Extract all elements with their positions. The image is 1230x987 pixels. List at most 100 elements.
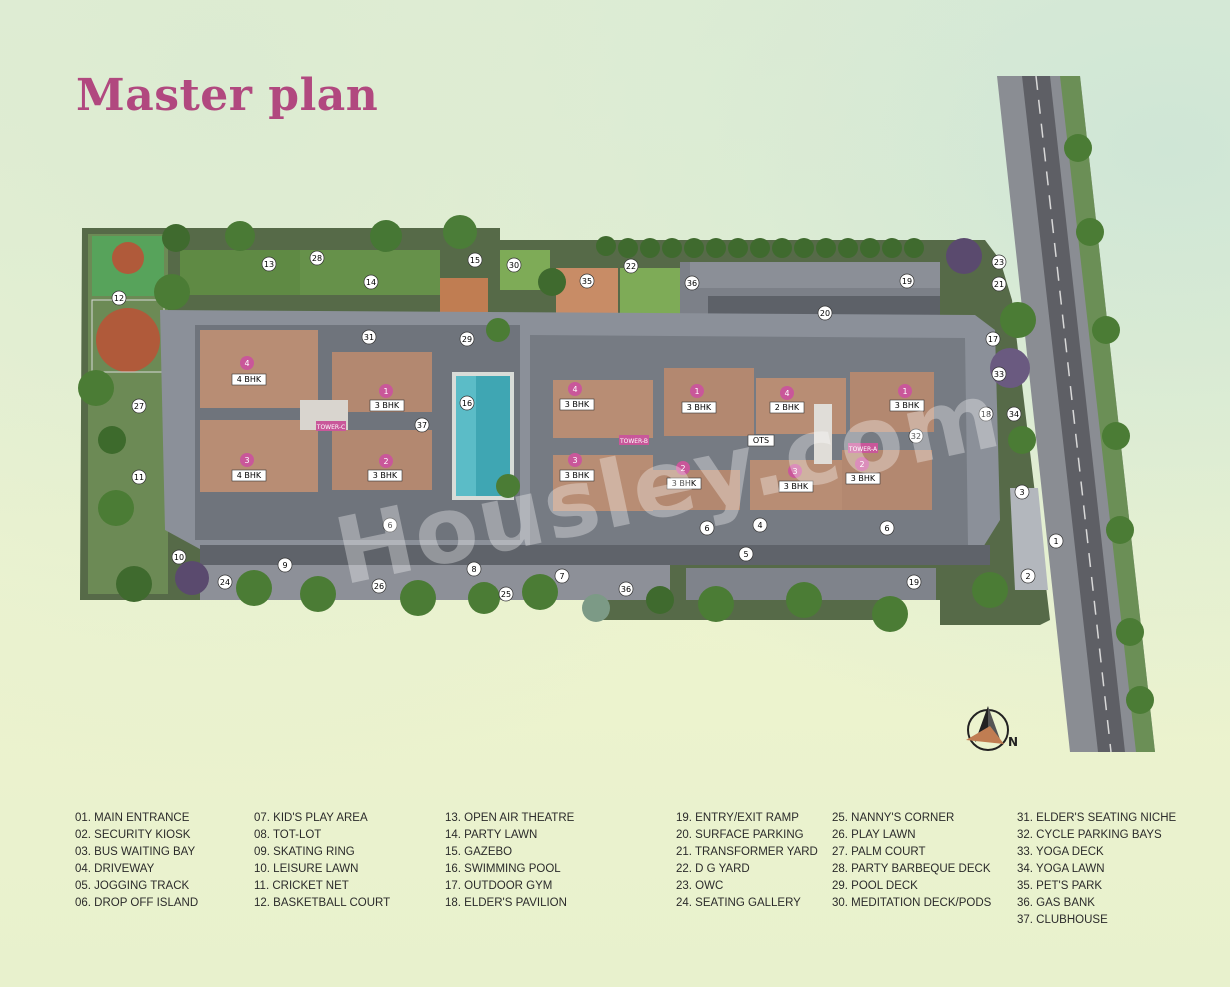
svg-text:12: 12 [114,294,124,303]
svg-text:6: 6 [387,521,392,530]
callout: 10 [171,549,187,565]
callout: 27 [131,398,147,414]
legend-item: 25. NANNY'S CORNER [832,812,955,824]
svg-text:9: 9 [282,561,287,570]
legend-item: 08. TOT-LOT [254,829,322,841]
callout: 9 [277,557,293,573]
legend-item: 11. CRICKET NET [254,880,349,892]
legend-item: 19. ENTRY/EXIT RAMP [676,812,799,824]
svg-text:28: 28 [312,254,322,263]
unit-tag: 3 BHK [895,401,920,410]
legend-item: 37. CLUBHOUSE [1017,914,1108,926]
callout: 22 [623,258,639,274]
callout: 26 [371,578,387,594]
legend-item: 03. BUS WAITING BAY [75,846,196,858]
callout: 19 [906,574,922,590]
legend-item: 18. ELDER'S PAVILION [445,897,567,909]
unit-marker: 2 [383,457,388,466]
svg-text:23: 23 [994,258,1004,267]
svg-text:18: 18 [981,410,991,419]
callout: 32 [908,428,924,444]
callout: 13 [261,256,277,272]
unit-tag: 3 BHK [375,401,400,410]
tower-a-label: TOWER-A [848,446,878,453]
callout: 7 [554,568,570,584]
unit-marker: 4 [572,385,577,394]
unit-marker: 3 [572,456,577,465]
svg-text:27: 27 [134,402,144,411]
unit-marker: 2 [859,460,864,469]
legend-item: 34. YOGA LAWN [1017,863,1105,875]
callout: 17 [985,331,1001,347]
svg-text:16: 16 [462,399,472,408]
legend-column-6: 31. ELDER'S SEATING NICHE 32. CYCLE PARK… [1017,810,1176,929]
legend-item: 22. D G YARD [676,863,750,875]
unit-tag: 3 BHK [373,471,398,480]
svg-text:10: 10 [174,553,184,562]
svg-text:15: 15 [470,256,480,265]
legend-item: 23. OWC [676,880,724,892]
unit-tag: OTS [753,436,769,445]
svg-text:20: 20 [820,309,830,318]
svg-text:17: 17 [988,335,998,344]
callout: 34 [1006,406,1022,422]
svg-text:11: 11 [134,473,144,482]
svg-text:7: 7 [559,572,564,581]
compass-north-arrow: N [966,706,1018,751]
legend-item: 21. TRANSFORMER YARD [676,846,818,858]
legend-item: 29. POOL DECK [832,880,918,892]
legend-item: 05. JOGGING TRACK [75,880,190,892]
callout: 31 [361,329,377,345]
svg-text:6: 6 [884,524,889,533]
legend-item: 35. PET'S PARK [1017,880,1103,892]
legend-item: 33. YOGA DECK [1017,846,1104,858]
svg-text:19: 19 [902,277,912,286]
legend-item: 07. KID'S PLAY AREA [254,812,368,824]
svg-text:13: 13 [264,260,274,269]
callout: 36 [618,581,634,597]
callout: 29 [459,331,475,347]
legend-item: 27. PALM COURT [832,846,926,858]
unit-marker: 2 [680,464,685,473]
svg-text:36: 36 [621,585,631,594]
legend-item: 13. OPEN AIR THEATRE [445,812,575,824]
swimming-pool [452,372,514,500]
legend-item: 01. MAIN ENTRANCE [75,812,190,824]
svg-text:14: 14 [366,278,376,287]
callout: 2 [1020,568,1036,584]
callout: 18 [978,406,994,422]
callout: 1 [1048,533,1064,549]
page-title: Master plan [76,70,379,121]
svg-text:2: 2 [1025,572,1030,581]
legend-item: 30. MEDITATION DECK/PODS [832,897,992,909]
callout: 24 [217,574,233,590]
unit-marker: 1 [383,387,388,396]
legend-item: 36. GAS BANK [1017,897,1095,909]
svg-text:36: 36 [687,279,697,288]
callout: 6 [699,520,715,536]
callout: 33 [991,366,1007,382]
legend-item: 12. BASKETBALL COURT [254,897,391,909]
svg-text:37: 37 [417,421,427,430]
callout: 14 [363,274,379,290]
svg-text:29: 29 [462,335,472,344]
svg-text:24: 24 [220,578,230,587]
unit-tag: 3 BHK [672,479,697,488]
callout: 19 [899,273,915,289]
compass-letter: N [1008,735,1018,749]
site-master-plan: TOWER-C TOWER-B TOWER-A 4 BHK 3 BHK 4 BH… [78,75,1155,753]
legend-item: 14. PARTY LAWN [445,829,538,841]
unit-marker: 1 [902,387,907,396]
svg-text:22: 22 [626,262,636,271]
trees [78,134,1154,714]
svg-text:35: 35 [582,277,592,286]
unit-marker: 4 [244,359,249,368]
unit-tag: 3 BHK [687,403,712,412]
legend-item: 09. SKATING RING [254,846,355,858]
callout: 35 [579,273,595,289]
unit-tag: 3 BHK [565,471,590,480]
svg-text:21: 21 [994,280,1004,289]
callout: 30 [506,257,522,273]
tower-c [200,330,432,492]
unit-markers: 4 1 3 2 4 1 3 2 4 1 3 2 [240,356,912,478]
